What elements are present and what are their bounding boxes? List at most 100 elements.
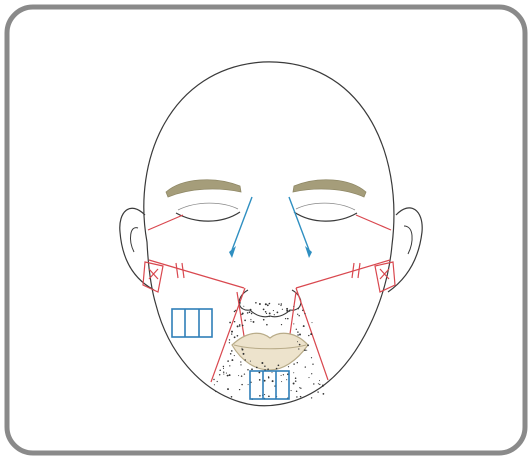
stubble-dot [241,348,242,349]
stubble-dot [229,374,231,376]
stubble-dot [215,391,216,392]
stubble-dot [259,395,261,397]
stubble-dot [229,365,230,366]
stubble-dot [219,370,221,372]
stubble-dot [297,314,298,315]
stubble-dot [250,321,251,322]
stubble-dot [281,381,282,382]
stubble-dot [229,342,230,343]
stubble-dot [297,341,298,342]
stubble-dot [295,377,297,379]
stubble-dot [231,333,232,334]
stubble-dot [223,368,224,369]
stubble-dot [266,313,267,314]
stubble-dot [259,303,261,305]
stubble-dot [242,325,244,327]
stubble-dot [244,373,245,374]
stubble-dot [219,374,220,375]
stubble-dot [303,325,305,327]
stubble-dot [265,311,267,313]
stubble-dot [307,344,309,346]
stubble-dot [282,309,283,310]
stubble-dot [263,309,265,311]
stubble-dot [235,310,236,311]
stubble-dot [293,372,294,373]
stubble-dot [311,397,312,398]
stubble-dot [276,368,278,370]
stubble-dot [267,304,269,306]
stubble-dot [313,383,314,384]
stubble-dot [277,312,279,314]
stubble-dot [253,321,255,323]
stubble-dot [296,391,298,393]
stubble-dot [251,313,253,315]
stubble-dot [289,310,290,311]
stubble-dot [243,353,245,355]
stubble-dot [300,388,301,389]
stubble-dot [269,303,270,304]
stubble-dot [255,302,257,304]
stubble-dot [229,322,231,324]
stubble-dot [297,331,298,332]
stubble-dot [281,324,282,325]
stubble-dot [247,312,249,314]
stubble-dot [278,304,279,305]
stubble-dot [242,349,244,351]
stubble-dot [293,383,295,385]
stubble-dot [231,359,233,361]
stubble-dot [296,329,297,330]
stubble-dot [239,324,241,326]
stubble-dot [268,377,270,379]
stubble-dot [264,394,265,395]
stubble-dot [214,384,215,385]
stubble-dot [226,373,227,374]
stubble-dot [291,390,292,391]
stubble-dot [286,379,287,380]
stubble-dot [311,357,312,358]
stubble-dot [293,363,294,364]
stubble-dot [298,315,299,316]
stubble-dot [234,311,236,313]
stubble-dot [293,323,294,324]
stubble-dot [239,325,240,326]
stubble-dot [311,373,312,374]
stubble-dot [317,391,318,392]
stubble-dot [308,335,309,336]
stubble-dot [239,302,241,304]
stubble-dot [297,334,299,336]
stubble-dot [244,359,245,360]
stubble-dot [281,375,282,376]
stubble-dot [297,362,298,363]
stubble-dot [310,333,312,335]
stubble-dot [240,364,241,365]
stubble-dot [288,366,289,367]
stubble-dot [268,395,270,397]
stubble-dot [217,381,218,382]
stubble-dot [322,386,323,387]
stubble-dot [299,344,301,346]
stubble-dot [300,396,302,398]
stubble-dot [271,372,272,373]
stubble-dot [269,316,270,317]
stubble-dot [250,361,251,362]
stubble-dot [234,355,235,356]
frame-border [7,7,525,453]
stubble-dot [251,368,253,370]
stubble-dot [274,314,275,315]
stubble-dot [239,303,240,304]
stubble-dot [231,350,233,352]
stubble-dot [234,336,236,338]
stubble-dot [298,348,299,349]
stubble-dot [213,379,214,380]
stubble-dot [311,322,312,323]
stubble-dot [286,308,288,310]
stubble-dot [237,335,239,337]
stubble-dot [261,362,263,364]
stubble-dot [293,306,294,307]
stubble-dot [286,310,288,312]
stubble-dot [239,389,240,390]
stubble-dot [278,364,280,366]
stubble-dot [223,366,224,367]
